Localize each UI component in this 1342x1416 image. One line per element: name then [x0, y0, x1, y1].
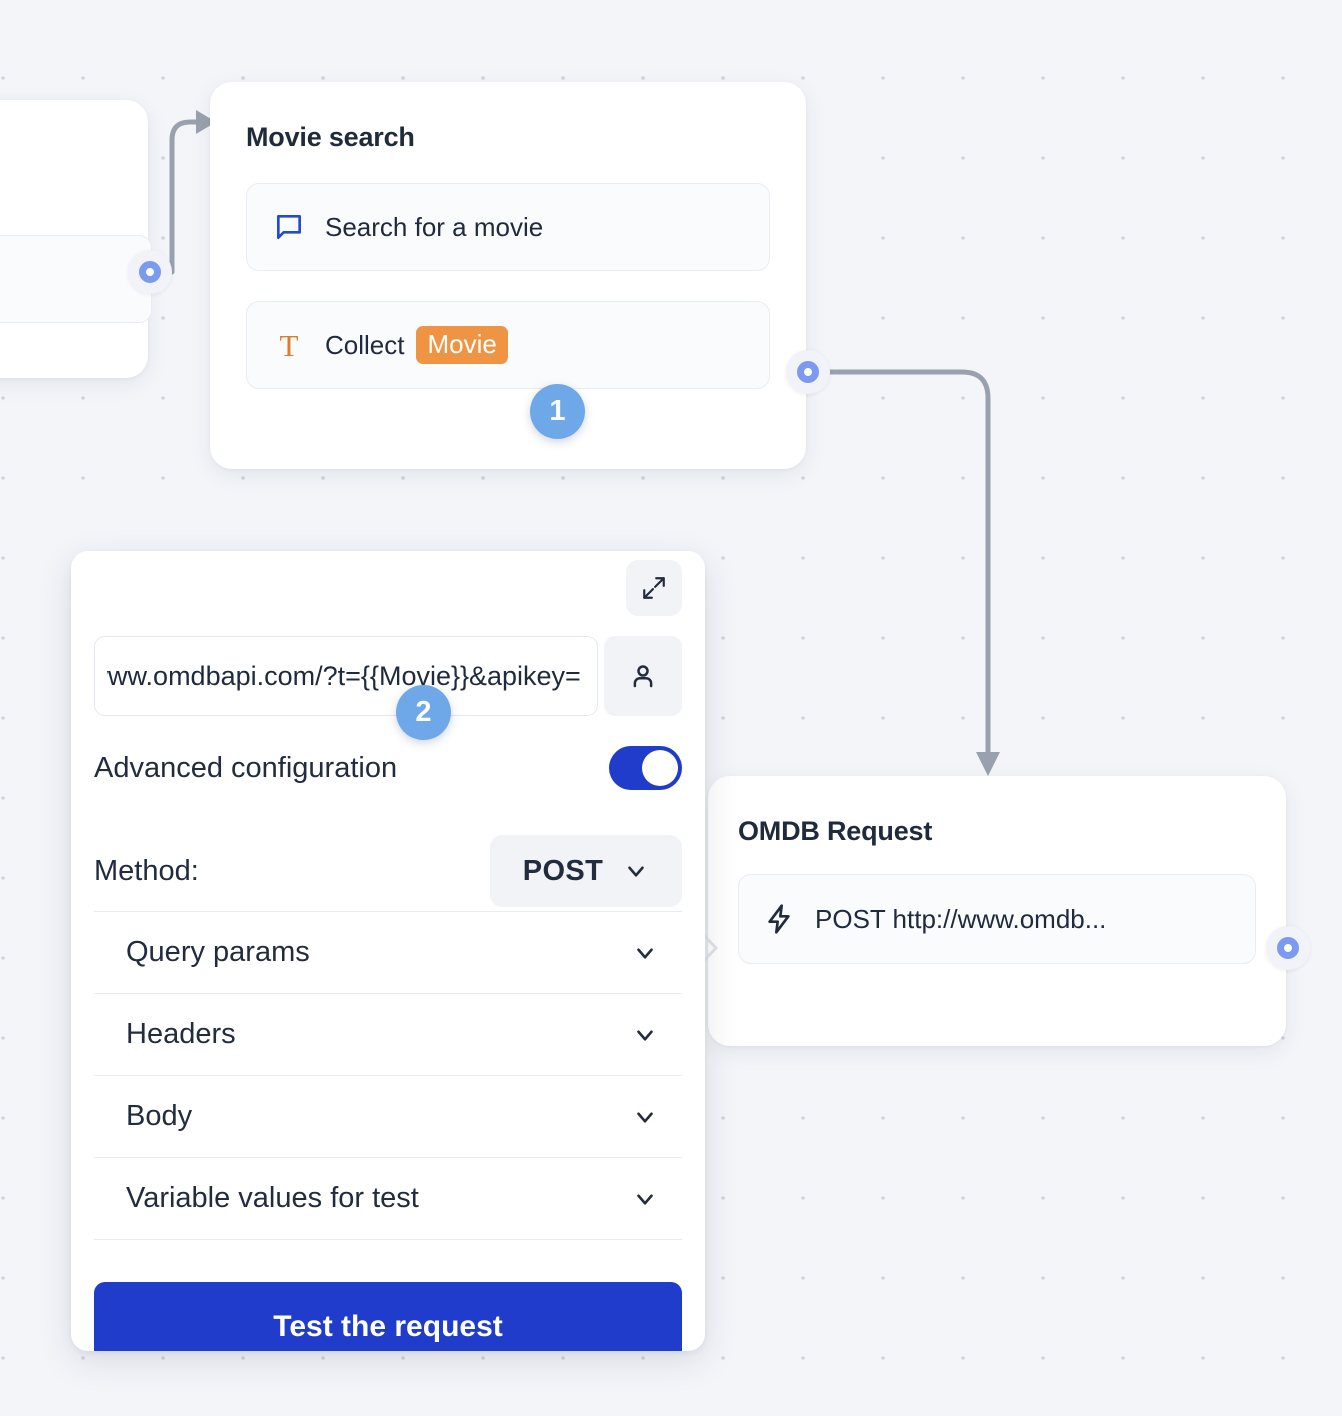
node-row-collect-movie[interactable]: T Collect Movie — [246, 301, 770, 389]
section-body[interactable]: Body — [94, 1075, 682, 1157]
node-movie-search-title: Movie search — [246, 122, 415, 152]
url-field-group[interactable] — [94, 636, 682, 716]
person-icon — [633, 665, 653, 688]
expand-panel-button[interactable] — [626, 560, 682, 616]
chevron-down-icon — [628, 866, 645, 877]
advanced-configuration-label: Advanced configuration — [94, 751, 398, 784]
chevron-down-icon[interactable] — [632, 1022, 682, 1048]
method-label: Method: — [94, 854, 199, 887]
section-label: Headers — [126, 1018, 236, 1050]
section-query-params[interactable]: Query params — [94, 911, 682, 993]
port-movie-search-output[interactable] — [786, 350, 830, 394]
step-badge-2: 2 — [396, 685, 451, 740]
chevron-down-icon[interactable] — [632, 1186, 682, 1212]
port-omdb-request-output[interactable] — [1266, 926, 1310, 970]
section-label: Body — [126, 1100, 193, 1132]
request-url-input[interactable] — [94, 636, 598, 716]
node-row-label: Search for a movie — [325, 211, 544, 242]
test-the-request-button[interactable]: Test the request — [94, 1282, 682, 1351]
request-sections-list: Query params Headers Body — [94, 911, 682, 1240]
port-left-node-output[interactable] — [128, 250, 172, 294]
node-row-search-for-a-movie[interactable]: Search for a movie — [246, 183, 770, 271]
toggle-knob — [642, 750, 678, 786]
text-t-icon: T — [279, 327, 299, 363]
section-headers[interactable]: Headers — [94, 993, 682, 1075]
account-auth-button[interactable] — [604, 636, 682, 716]
node-row-label: Collect — [325, 329, 405, 360]
node-omdb-request-title: OMDB Request — [738, 816, 933, 846]
request-config-panel[interactable]: Advanced configuration Method: POST Quer… — [71, 551, 705, 1351]
step-badge-1: 1 — [530, 384, 585, 439]
chat-bubble-icon — [273, 211, 325, 243]
node-movie-search[interactable]: Movie search Search for a movie T Collec… — [210, 82, 806, 469]
partial-node[interactable] — [0, 100, 152, 378]
method-row: Method: POST — [94, 835, 682, 907]
section-variable-values-for-test[interactable]: Variable values for test — [94, 1157, 682, 1240]
advanced-configuration-toggle[interactable] — [609, 746, 682, 790]
expand-diagonal-icon — [643, 577, 665, 599]
section-label: Query params — [126, 936, 310, 968]
chevron-down-icon[interactable] — [632, 1104, 682, 1130]
method-selected-value: POST — [522, 854, 604, 887]
node-omdb-request[interactable]: OMDB Request POST http://www.omdb... — [708, 776, 1286, 1046]
section-label: Variable values for test — [126, 1182, 419, 1214]
node-row-label: POST http://www.omdb... — [815, 903, 1107, 934]
variable-chip-movie[interactable]: Movie — [416, 325, 508, 365]
chevron-down-icon[interactable] — [632, 940, 682, 966]
lightning-bolt-icon — [763, 903, 815, 935]
method-select[interactable]: POST — [490, 835, 682, 907]
advanced-configuration-row[interactable]: Advanced configuration — [94, 741, 682, 795]
ghost-connector-arrow — [694, 925, 719, 971]
node-row-post-request[interactable]: POST http://www.omdb... — [738, 874, 1256, 964]
